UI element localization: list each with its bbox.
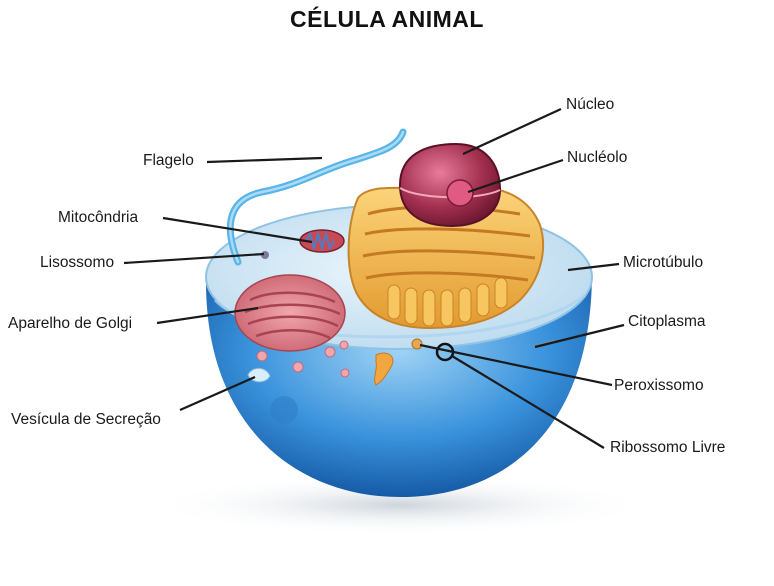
label-microtubulo: Microtúbulo <box>623 254 704 271</box>
label-vesicula: Vesícula de Secreção <box>11 411 161 428</box>
leader-peroxissomo <box>419 343 613 387</box>
label-lisossomo: Lisossomo <box>40 254 115 271</box>
label-peroxissomo: Peroxissomo <box>614 377 704 394</box>
label-citoplasma: Citoplasma <box>628 313 706 330</box>
leader-lisossomo <box>123 252 265 265</box>
golgi-apparatus <box>234 274 350 378</box>
label-nucleolo: Nucléolo <box>567 149 628 166</box>
leader-lines <box>123 108 625 449</box>
label-golgi: Aparelho de Golgi <box>8 315 133 332</box>
label-mitocondria: Mitocôndria <box>58 209 139 226</box>
leader-nucleolo <box>467 158 564 194</box>
nucleus <box>398 142 502 228</box>
leader-vesicula <box>179 375 256 412</box>
label-nucleo: Núcleo <box>566 96 615 113</box>
leader-nucleo <box>462 108 562 155</box>
nucleolus <box>446 179 474 207</box>
leader-flagelo <box>206 156 323 164</box>
label-flagelo: Flagelo <box>143 152 194 169</box>
leader-microtubulo <box>567 262 620 272</box>
leader-ribossomo <box>451 355 605 449</box>
peroxisome <box>411 338 423 350</box>
leader-citoplasma <box>534 323 625 349</box>
diagram-title: CÉLULA ANIMAL <box>290 6 484 32</box>
leader-golgi <box>156 306 259 325</box>
leader-mitocondria <box>162 216 313 244</box>
cell-shadow <box>150 475 650 535</box>
peroxisome-structure <box>374 352 394 386</box>
label-ribossomo: Ribossomo Livre <box>610 439 726 456</box>
